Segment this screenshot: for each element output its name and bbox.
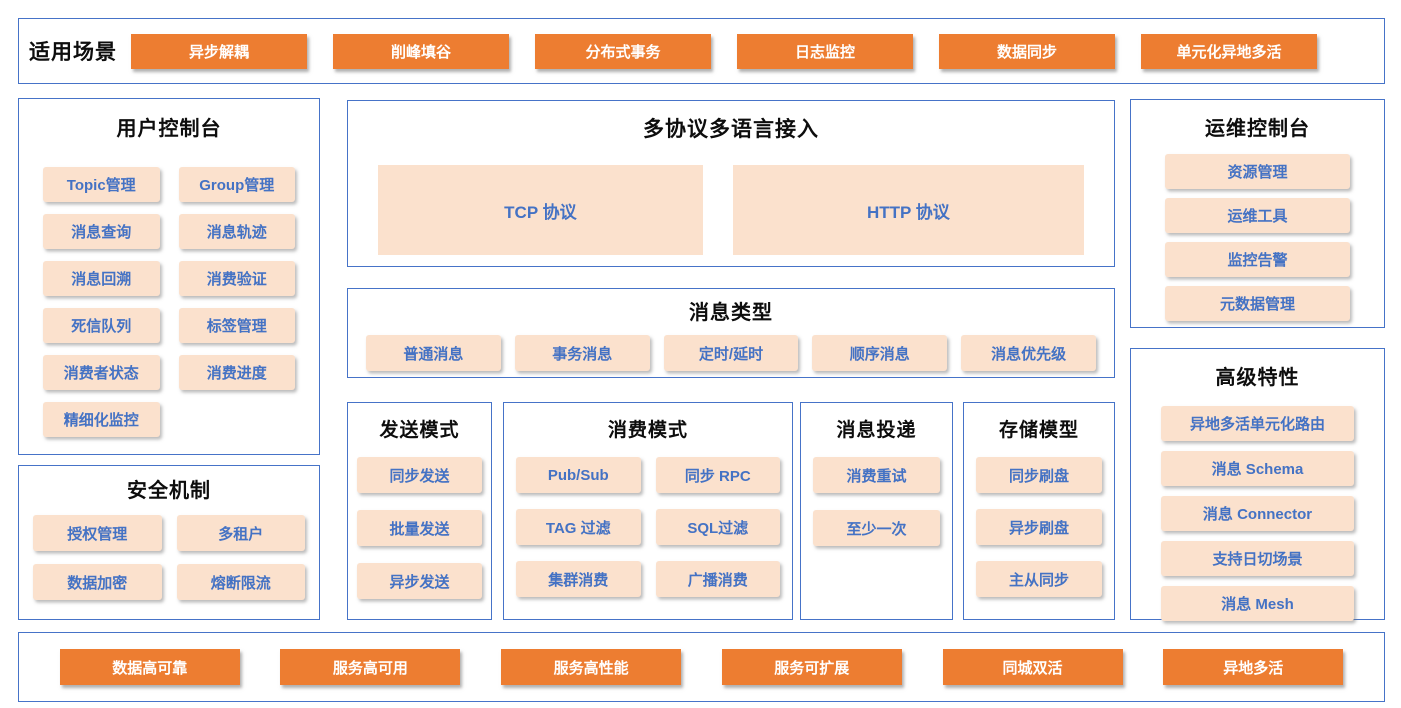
feature-chip: 定时/延时 <box>663 335 799 371</box>
advanced-features-items: 异地多活单元化路由 消息 Schema 消息 Connector 支持日切场景 … <box>1161 406 1354 621</box>
feature-chip: 消费验证 <box>178 261 295 296</box>
storage-title: 存储模型 <box>998 420 1079 441</box>
feature-chip: 广播消费 <box>655 561 780 597</box>
ops-console-items: 资源管理 运维工具 监控告警 元数据管理 <box>1165 154 1350 321</box>
feature-chip: 消息优先级 <box>961 335 1096 371</box>
feature-chip: 同步刷盘 <box>976 457 1102 493</box>
quality-button: 服务可扩展 <box>721 649 902 685</box>
feature-chip: Group管理 <box>178 167 295 202</box>
user-console-panel: 用户控制台 Topic管理 Group管理 消息查询 消息轨迹 消息回溯 消费验… <box>18 98 320 455</box>
feature-chip: 数据加密 <box>33 564 162 600</box>
feature-chip: 运维工具 <box>1165 198 1350 233</box>
tcp-protocol-box: TCP 协议 <box>378 165 703 255</box>
scenario-button: 单元化异地多活 <box>1141 33 1317 69</box>
feature-chip: 消息 Schema <box>1161 451 1354 486</box>
feature-chip: 同步发送 <box>357 457 482 493</box>
message-types-title: 消息类型 <box>689 302 773 324</box>
ops-console-panel: 运维控制台 资源管理 运维工具 监控告警 元数据管理 <box>1130 99 1385 328</box>
feature-chip: 死信队列 <box>43 308 160 343</box>
quality-attributes-panel: 数据高可靠 服务高可用 服务高性能 服务可扩展 同城双活 异地多活 <box>18 632 1385 702</box>
quality-button: 同城双活 <box>942 649 1123 685</box>
delivery-title: 消息投递 <box>836 420 917 441</box>
feature-chip: 同步 RPC <box>655 457 780 493</box>
feature-chip: 消息 Connector <box>1161 496 1354 531</box>
feature-chip: 批量发送 <box>357 510 482 546</box>
feature-chip: 异步发送 <box>357 563 482 599</box>
storage-panel: 存储模型 同步刷盘 异步刷盘 主从同步 <box>963 402 1115 620</box>
feature-chip: 资源管理 <box>1165 154 1350 189</box>
feature-chip: 元数据管理 <box>1165 286 1350 321</box>
scenario-button: 数据同步 <box>939 33 1115 69</box>
security-title: 安全机制 <box>127 480 211 502</box>
quality-button: 异地多活 <box>1163 649 1344 685</box>
feature-chip: 消息轨迹 <box>178 214 295 249</box>
feature-chip: 消费者状态 <box>43 355 160 390</box>
feature-chip: 标签管理 <box>178 308 295 343</box>
feature-chip: 异步刷盘 <box>976 509 1102 545</box>
scenario-button: 异步解耦 <box>131 33 307 69</box>
feature-chip: TAG 过滤 <box>516 509 641 545</box>
user-console-title: 用户控制台 <box>116 118 222 140</box>
consume-modes-panel: 消费模式 Pub/Sub 同步 RPC TAG 过滤 SQL过滤 集群消费 广播… <box>503 402 793 620</box>
feature-chip: 消费进度 <box>178 355 295 390</box>
feature-chip: 至少一次 <box>813 510 940 546</box>
scenario-button: 分布式事务 <box>535 33 711 69</box>
feature-chip: 熔断限流 <box>176 564 305 600</box>
consume-modes-title: 消费模式 <box>607 420 688 441</box>
protocol-items: TCP 协议 HTTP 协议 <box>378 165 1084 255</box>
delivery-panel: 消息投递 消费重试 至少一次 <box>800 402 953 620</box>
security-items: 授权管理 多租户 数据加密 熔断限流 <box>33 515 305 600</box>
send-modes-panel: 发送模式 同步发送 批量发送 异步发送 <box>347 402 492 620</box>
feature-chip: 多租户 <box>176 515 305 551</box>
feature-chip: 普通消息 <box>366 335 501 371</box>
user-console-items: Topic管理 Group管理 消息查询 消息轨迹 消息回溯 消费验证 死信队列… <box>43 167 295 437</box>
feature-chip: 消息回溯 <box>43 261 160 296</box>
message-types-items: 普通消息 事务消息 定时/延时 顺序消息 消息优先级 <box>366 335 1096 371</box>
security-panel: 安全机制 授权管理 多租户 数据加密 熔断限流 <box>18 465 320 620</box>
feature-chip: 主从同步 <box>976 561 1102 597</box>
http-protocol-box: HTTP 协议 <box>732 165 1084 255</box>
protocol-panel: 多协议多语言接入 TCP 协议 HTTP 协议 <box>347 100 1115 267</box>
quality-button: 服务高性能 <box>501 649 682 685</box>
usage-scenarios-panel: 适用场景 异步解耦 削峰填谷 分布式事务 日志监控 数据同步 单元化异地多活 <box>18 18 1385 84</box>
message-types-panel: 消息类型 普通消息 事务消息 定时/延时 顺序消息 消息优先级 <box>347 288 1115 378</box>
feature-chip: Topic管理 <box>43 167 160 202</box>
send-modes-title: 发送模式 <box>379 420 460 441</box>
quality-button: 数据高可靠 <box>59 649 240 685</box>
feature-chip: 授权管理 <box>33 515 162 551</box>
advanced-features-title: 高级特性 <box>1215 367 1300 389</box>
advanced-features-panel: 高级特性 异地多活单元化路由 消息 Schema 消息 Connector 支持… <box>1130 348 1385 621</box>
feature-chip: 集群消费 <box>516 561 641 597</box>
delivery-items: 消费重试 至少一次 <box>813 457 940 546</box>
feature-chip: 支持日切场景 <box>1161 541 1354 576</box>
quality-button: 服务高可用 <box>280 649 461 685</box>
scenario-button: 削峰填谷 <box>333 33 509 69</box>
scenario-button: 日志监控 <box>737 33 913 69</box>
feature-chip: SQL过滤 <box>655 509 780 545</box>
storage-items: 同步刷盘 异步刷盘 主从同步 <box>976 457 1102 597</box>
usage-scenarios-label: 适用场景 <box>29 41 117 64</box>
consume-modes-items: Pub/Sub 同步 RPC TAG 过滤 SQL过滤 集群消费 广播消费 <box>516 457 780 597</box>
send-modes-items: 同步发送 批量发送 异步发送 <box>357 457 482 599</box>
feature-chip: 顺序消息 <box>812 335 948 371</box>
feature-chip: 消费重试 <box>813 457 940 493</box>
feature-chip: Pub/Sub <box>516 457 641 493</box>
feature-chip: 事务消息 <box>514 335 650 371</box>
feature-chip: 消息查询 <box>43 214 160 249</box>
feature-chip: 精细化监控 <box>43 402 160 437</box>
feature-chip: 消息 Mesh <box>1161 586 1354 621</box>
protocol-title: 多协议多语言接入 <box>643 118 819 141</box>
feature-chip: 异地多活单元化路由 <box>1161 406 1354 441</box>
feature-chip: 监控告警 <box>1165 242 1350 277</box>
ops-console-title: 运维控制台 <box>1205 118 1310 140</box>
